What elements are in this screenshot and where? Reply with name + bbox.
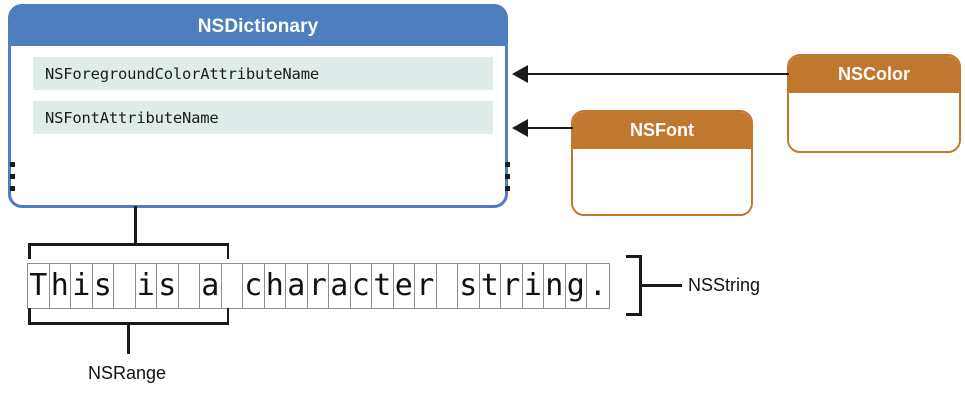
range-brace-top-bar <box>28 243 229 246</box>
nscolor-connector-line <box>527 72 789 75</box>
string-char-cell: n <box>544 264 566 308</box>
string-char-cell: h <box>265 264 286 308</box>
string-char-cell: a <box>286 264 308 308</box>
nsfont-title: NSFont <box>573 112 751 149</box>
nsfont-body <box>573 149 751 214</box>
nsstring-label: NSString <box>688 275 761 295</box>
string-char-cell: s <box>93 264 114 308</box>
ellipsis-right-icon <box>505 162 510 198</box>
string-char-cell <box>114 264 136 308</box>
string-char-cell: . <box>588 268 607 303</box>
string-char-cell <box>437 264 458 308</box>
string-char-cell: s <box>157 264 179 308</box>
range-brace-top-left-tick <box>28 243 31 259</box>
nscolor-box: NSColor <box>787 54 961 153</box>
range-brace-bottom-left-tick <box>28 308 31 324</box>
range-brace-bottom-right-tick <box>226 308 229 324</box>
string-char-cell <box>222 264 243 308</box>
dictionary-row-font: NSFontAttributeName <box>33 101 493 134</box>
string-char-cell: e <box>394 264 415 308</box>
range-brace-top-right-tick <box>226 243 229 259</box>
string-char-cell: i <box>71 264 93 308</box>
string-char-cell: r <box>415 264 437 308</box>
nsdictionary-rows: NSForegroundColorAttributeName NSFontAtt… <box>11 46 505 134</box>
nsstring-connector-line <box>642 284 682 287</box>
dictionary-stem-line <box>134 206 137 244</box>
string-char-cell: s <box>458 264 480 308</box>
nscolor-body <box>789 93 959 151</box>
string-char-cell: h <box>50 264 71 308</box>
nsdictionary-title: NSDictionary <box>11 7 505 46</box>
string-char-cell <box>179 264 200 308</box>
nsfont-arrowhead-icon <box>512 119 528 137</box>
string-char-cell: g <box>566 264 587 308</box>
string-char-cell: a <box>200 264 222 308</box>
string-char-cell: i <box>523 264 544 308</box>
ellipsis-left-icon <box>10 162 15 198</box>
nsfont-box: NSFont <box>571 110 753 216</box>
nscolor-arrowhead-icon <box>512 65 528 83</box>
string-char-cell: t <box>480 264 501 308</box>
dictionary-row-foreground-color: NSForegroundColorAttributeName <box>33 57 493 90</box>
string-char-cell: a <box>329 264 351 308</box>
range-stem-line <box>127 322 130 354</box>
nsfont-connector-line <box>527 126 573 129</box>
string-char-cell: i <box>136 264 157 308</box>
string-char-cell: c <box>243 264 265 308</box>
nscolor-title: NSColor <box>789 56 959 93</box>
string-char-cell: T <box>28 264 50 308</box>
nsstring-bracket <box>626 255 642 316</box>
string-char-cell: r <box>501 264 523 308</box>
string-char-cell: c <box>351 264 372 308</box>
string-char-cell: r <box>308 264 329 308</box>
nsrange-label: NSRange <box>88 363 167 383</box>
string-char-cell: t <box>372 264 394 308</box>
nsdictionary-box: NSDictionary NSForegroundColorAttributeN… <box>8 4 510 208</box>
